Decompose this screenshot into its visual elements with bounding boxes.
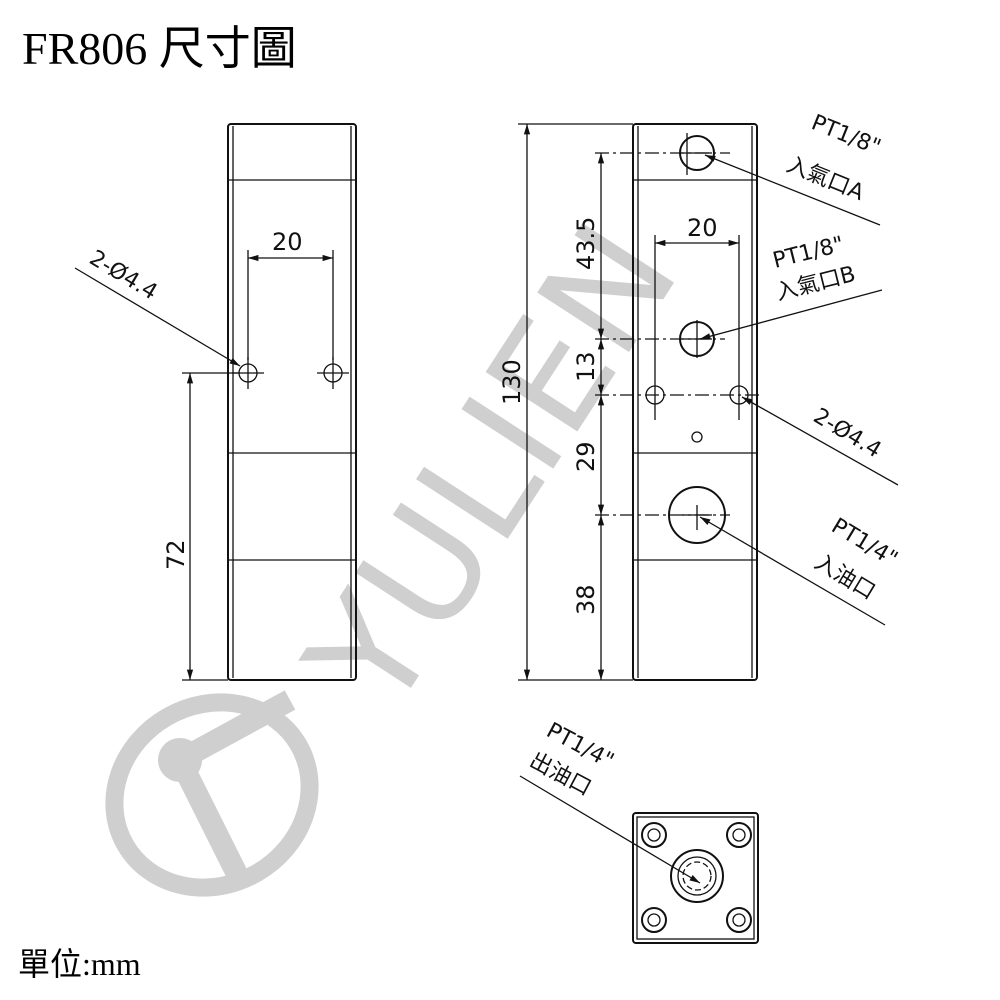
dim-chain: 29 (572, 441, 600, 472)
watermark-logo (105, 690, 319, 897)
dim-hole-spacing: 20 (687, 214, 718, 242)
port-a-size: PT1/8" (808, 110, 884, 160)
dim-hole-spacing: 20 (272, 228, 303, 256)
dim-overall-height: 130 (498, 359, 526, 405)
dim-hole-height: 72 (162, 539, 190, 570)
dim-chain: 43.5 (572, 217, 600, 270)
hole-callout: 2-Ø4.4 (809, 404, 886, 464)
watermark-text: YULIEN (274, 195, 713, 740)
dim-chain: 13 (572, 351, 600, 382)
unit-label: 單位:mm (18, 946, 141, 982)
dim-chain: 38 (572, 584, 600, 615)
oil-outlet-port (670, 849, 724, 903)
page-title: FR806 尺寸圖 (22, 23, 297, 74)
port-a-name: 入氣口A (783, 152, 868, 206)
bottom-view: PT1/4" 出油口 (519, 718, 759, 944)
corner-holes (641, 822, 752, 933)
